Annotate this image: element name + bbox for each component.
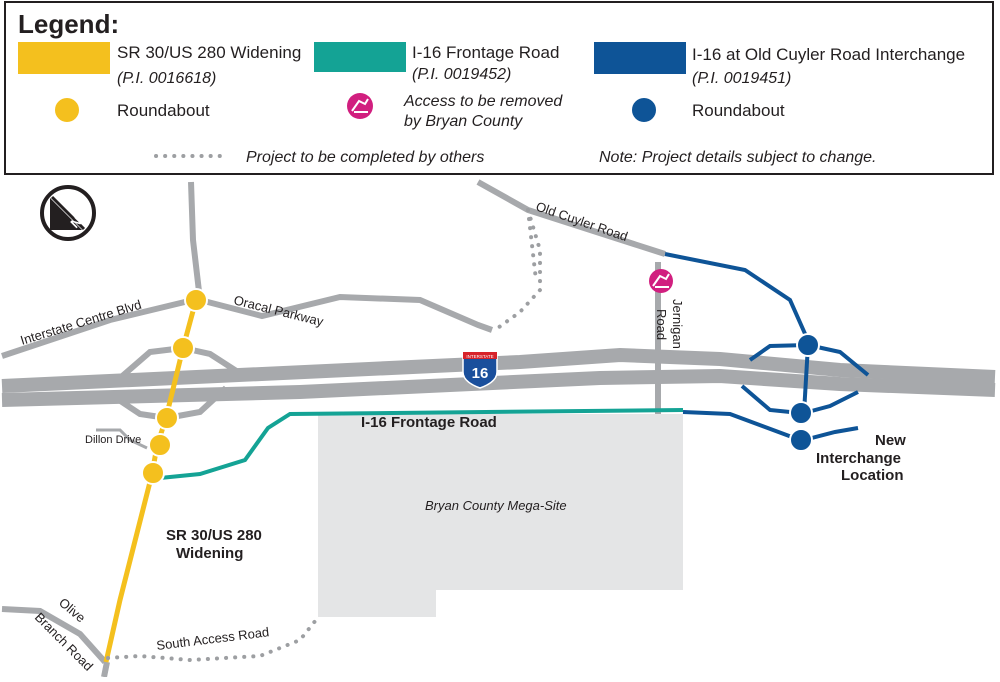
others-north-connector-2 [526, 208, 538, 282]
interstate-16-shield-icon: INTERSTATE 16 [462, 351, 498, 389]
others-north-connector [493, 208, 542, 332]
roundabout-interchange-north [796, 333, 820, 357]
legend-label-widening: SR 30/US 280 Widening [117, 43, 301, 62]
legend-box [4, 1, 994, 175]
legend-pi-widening: (P.I. 0016618) [117, 70, 216, 87]
label-old-cuyler-road: Old Cuyler Road [534, 199, 630, 244]
interchange-old-cuyler-extension [664, 252, 812, 346]
label-jernigan-road-1: Jernigan [670, 299, 685, 349]
roundabout-oracal [184, 288, 208, 312]
sr30-south-road [101, 661, 110, 678]
label-dillon-drive: Dillon Drive [85, 434, 141, 446]
legend-roundabout-blue-label: Roundabout [692, 101, 785, 120]
legend-note: Note: Project details subject to change. [599, 149, 877, 166]
roundabout-interchange-south [789, 401, 813, 425]
roundabout-frontage-west [141, 461, 165, 485]
legend-pi-frontage: (P.I. 0019452) [412, 66, 511, 83]
legend: Legend: SR 30/US 280 Widening (P.I. 0016… [4, 1, 994, 175]
label-new-interchange-2: Interchange [816, 450, 901, 467]
north-arrow-icon: N [40, 185, 96, 241]
access-removed-marker-icon [649, 269, 673, 293]
label-jernigan-road-2: Road [654, 309, 669, 340]
interchange-ramp-se-2 [803, 426, 859, 442]
interchange-ramp-nw [748, 343, 809, 362]
others-projects [106, 208, 542, 663]
oracal-parkway-road [199, 293, 494, 333]
roundabout-dillon [148, 433, 172, 457]
olive-branch-road [1, 606, 108, 664]
label-mega-site: Bryan County Mega-Site [425, 498, 567, 513]
roundabout-i16-south-ramp [155, 406, 179, 430]
mega-site-area [318, 414, 683, 617]
legend-label-interchange: I-16 at Old Cuyler Road Interchange [692, 45, 965, 64]
interstate-16 [1, 347, 996, 407]
roundabout-interchange-frontage [789, 428, 813, 452]
others-south-access-road [106, 613, 322, 663]
roundabouts [141, 288, 820, 485]
i16-eastbound [1, 368, 996, 407]
legend-roundabout-blue-icon [630, 96, 658, 124]
label-widening-2: Widening [176, 545, 243, 562]
interchange-frontage-link [682, 410, 801, 442]
label-south-access-road: South Access Road [156, 624, 270, 653]
legend-swatch-widening [18, 42, 110, 74]
legend-access-removed-icon [347, 93, 373, 119]
interchange-project [664, 252, 870, 442]
interstate-centre-blvd-road [1, 297, 194, 359]
frontage-road-line [159, 408, 684, 480]
legend-pi-interchange: (P.I. 0019451) [692, 70, 791, 87]
legend-label-frontage: I-16 Frontage Road [412, 43, 559, 62]
label-frontage-road: I-16 Frontage Road [361, 414, 497, 431]
legend-access-removed-line1: Access to be removed [403, 93, 563, 110]
legend-others-label: Project to be completed by others [246, 149, 484, 166]
label-new-interchange-1: New [875, 432, 906, 449]
roundabout-i16-north-ramp [171, 336, 195, 360]
label-widening-1: SR 30/US 280 [166, 527, 262, 544]
label-new-interchange-3: Location [841, 467, 904, 484]
legend-roundabout-yellow-icon [53, 96, 81, 124]
legend-title: Legend: [18, 9, 119, 39]
dillon-drive-road [96, 428, 148, 450]
legend-swatch-interchange [594, 42, 686, 74]
interstate-shield-top: INTERSTATE [466, 354, 493, 359]
legend-swatch-frontage [314, 42, 406, 72]
label-interstate-centre-blvd: Interstate Centre Blvd [18, 297, 143, 348]
sr30-north-road [188, 181, 203, 301]
legend-access-removed-line2: by Bryan County [404, 113, 523, 130]
legend-roundabout-yellow-label: Roundabout [117, 101, 210, 120]
interstate-shield-number: 16 [472, 365, 489, 382]
